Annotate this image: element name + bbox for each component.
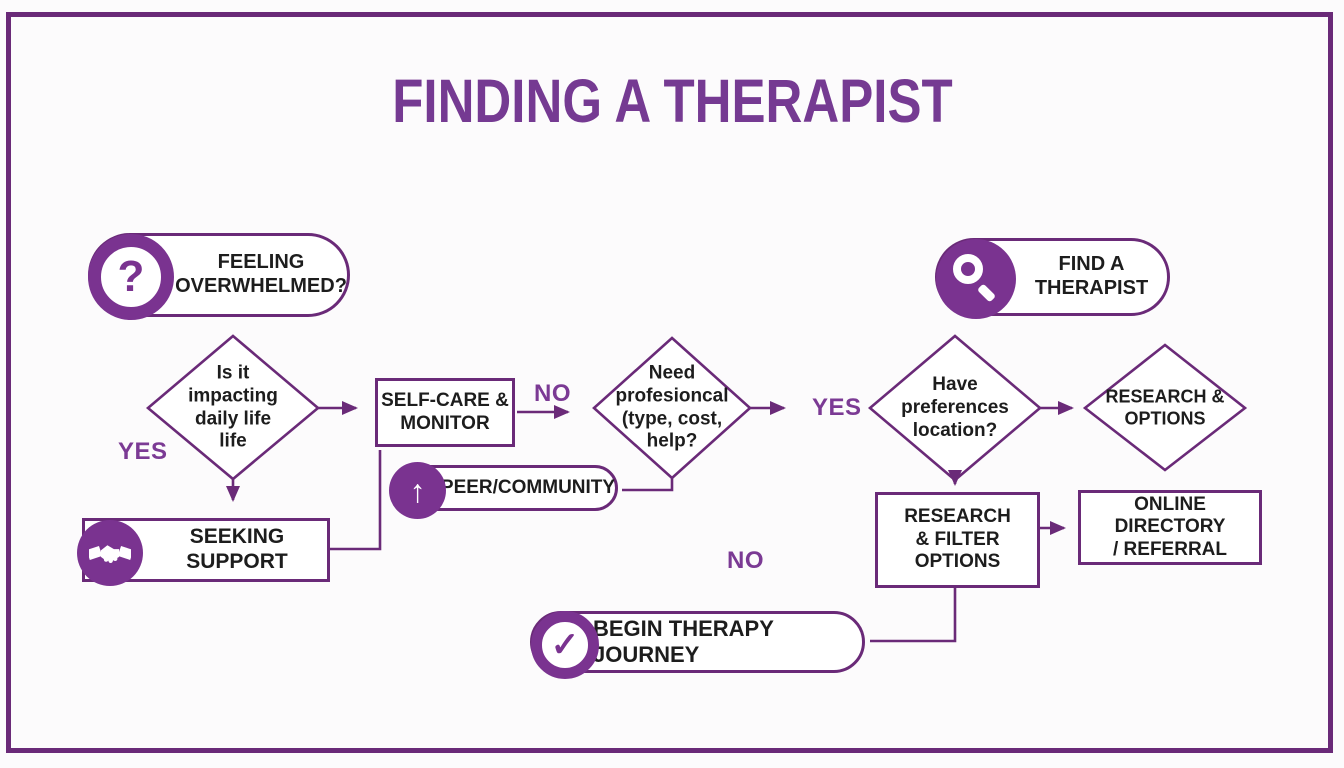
label-no-selfcare: NO (534, 380, 571, 407)
label-yes-professional: YES (812, 394, 862, 421)
line-professional-to-peer (622, 478, 674, 492)
up-arrow-icon: ↑ (389, 462, 446, 519)
online-directory-label: ONLINE DIRECTORY / REFERRAL (1113, 493, 1227, 560)
magnifier-lens (953, 254, 983, 284)
seeking-support-label: SEEKING SUPPORT (186, 525, 288, 573)
node-research-filter: RESEARCH & FILTER OPTIONS (875, 492, 1040, 588)
label-no-bottom: NO (727, 547, 764, 574)
node-peer-community: ↑ PEER/COMMUNITY (389, 462, 618, 519)
feeling-overwhelmed-label: FEELING OVERWHELMED? (175, 251, 347, 297)
handshake-glyph (89, 545, 131, 564)
checkmark-icon: ✓ (531, 611, 599, 679)
question-mark-glyph: ? (117, 252, 145, 301)
handshake-icon (77, 520, 143, 586)
label-yes-left: YES (118, 438, 168, 465)
node-begin-journey: ✓ BEGIN THERAPY JOURNEY (530, 611, 865, 679)
line-seeking-to-selfcare (330, 450, 382, 551)
need-professional-diamond-label: Need profesioncal (type, cost, help? (615, 362, 729, 452)
page-title-text: FINDING A THERAPIST (391, 67, 953, 136)
node-online-directory: ONLINE DIRECTORY / REFERRAL (1078, 490, 1262, 565)
page-title: FINDING A THERAPIST (0, 67, 1344, 136)
self-care-label: SELF-CARE & MONITOR (381, 390, 509, 434)
question-mark-icon: ? (88, 234, 174, 320)
line-research-filter-to-begin (870, 588, 957, 643)
research-options-diamond-shape (1082, 343, 1248, 472)
find-therapist-label: FIND A THERAPIST (1034, 253, 1149, 299)
node-seeking-support: SEEKING SUPPORT (77, 518, 330, 586)
node-feeling-overwhelmed: ? FEELING OVERWHELMED? (88, 233, 350, 320)
research-options-diamond-label: RESEARCH & OPTIONS (1105, 386, 1225, 428)
magnifier-icon (936, 239, 1016, 319)
node-find-therapist: FIND A THERAPIST (935, 238, 1170, 319)
up-arrow-glyph: ↑ (409, 472, 426, 509)
preferences-diamond-label: Have preferences location? (901, 373, 1009, 441)
node-self-care: SELF-CARE & MONITOR (375, 378, 515, 447)
peer-community-label: PEER/COMMUNITY (440, 476, 616, 498)
magnifier-handle (976, 283, 997, 303)
begin-journey-label: BEGIN THERAPY JOURNEY (593, 616, 774, 667)
impact-diamond-label: Is it impacting daily life life (188, 362, 278, 452)
research-filter-label: RESEARCH & FILTER OPTIONS (904, 506, 1011, 573)
checkmark-glyph: ✓ (550, 626, 580, 664)
